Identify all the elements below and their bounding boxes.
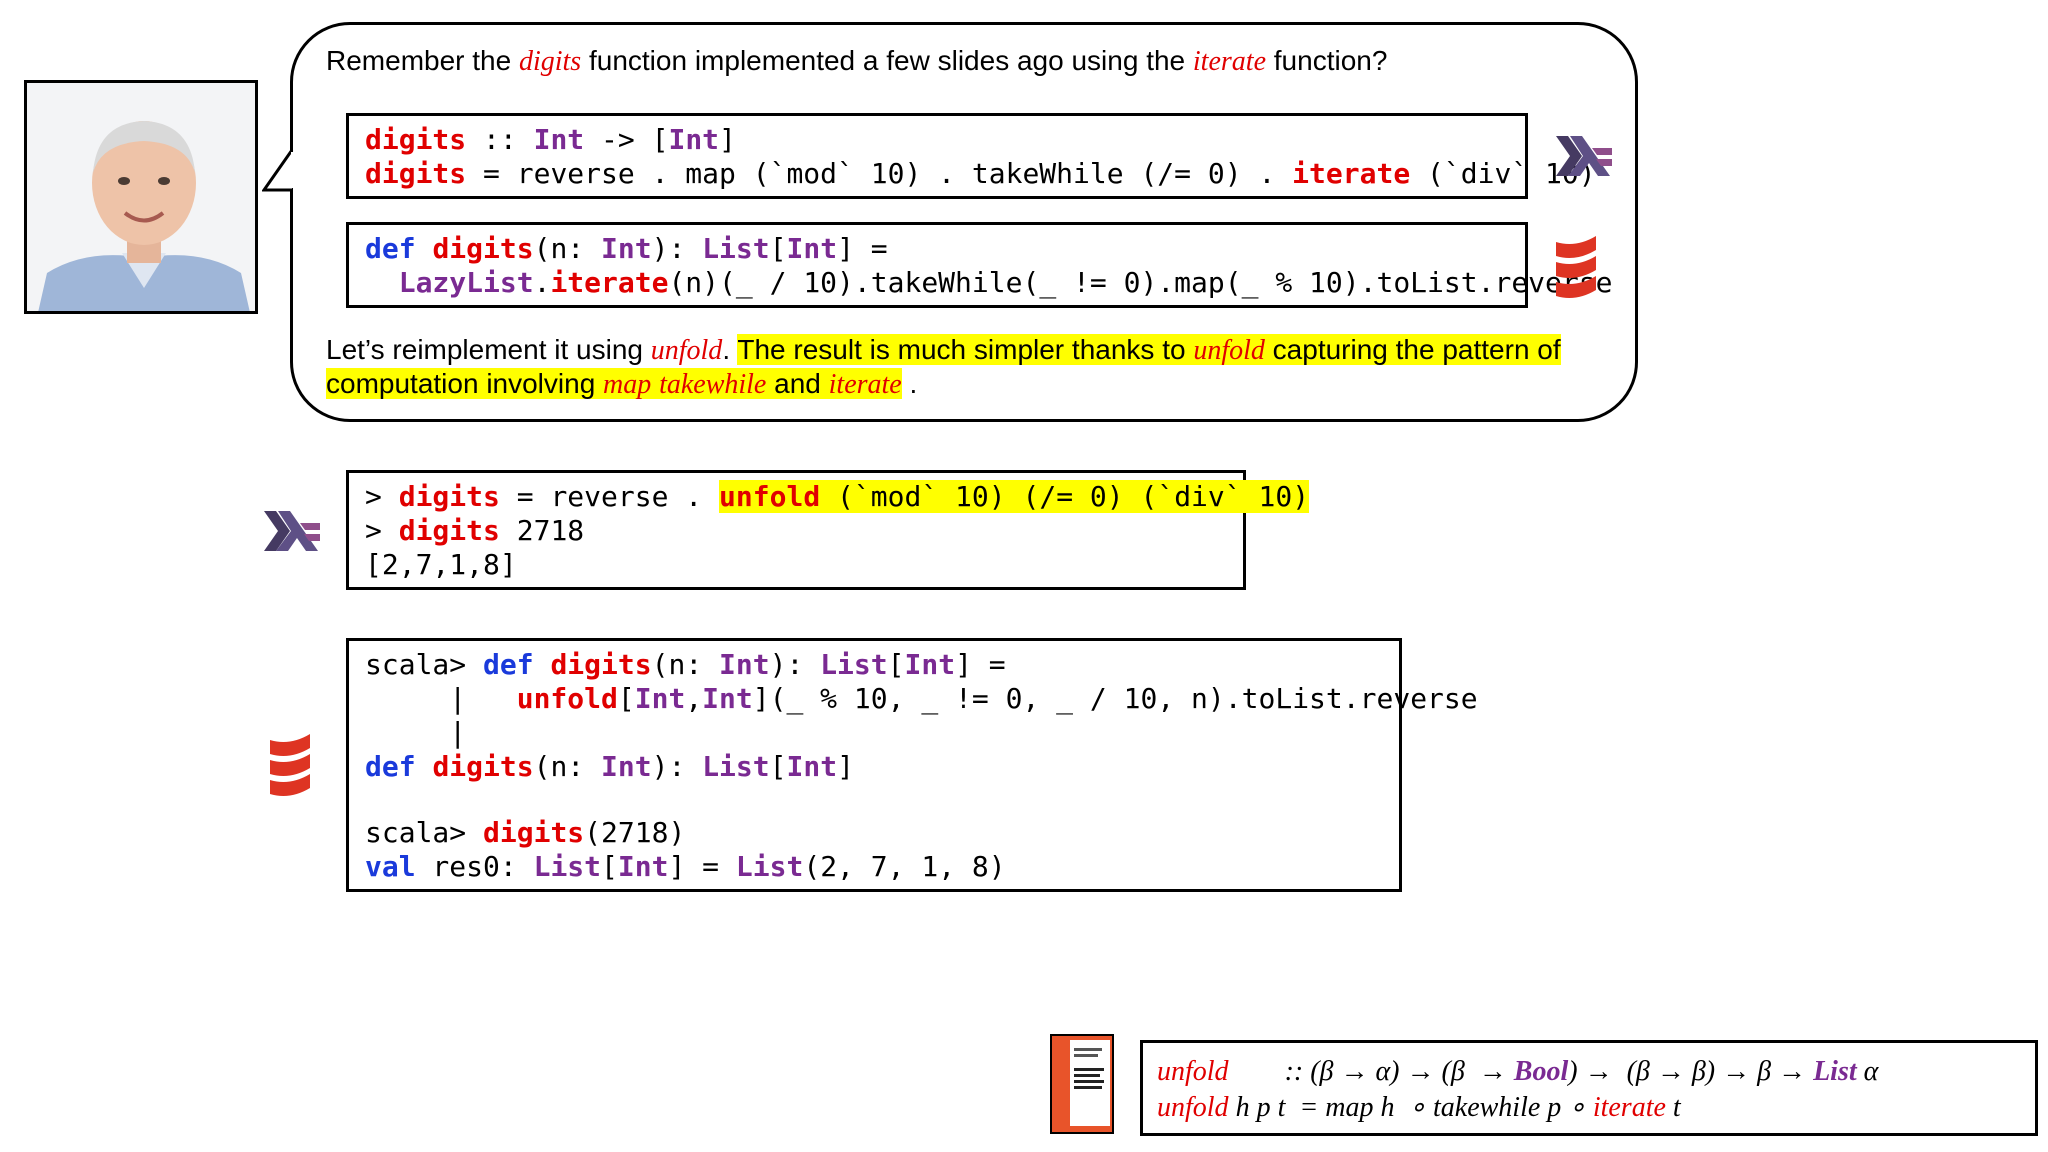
- scala-repl-line-2: | unfold[Int,Int](_ % 10, _ != 0, _ / 10…: [365, 682, 1478, 715]
- scala-old-line-1: def digits(n: Int): List[Int] =: [365, 232, 888, 265]
- scala-logo-icon-2: [270, 734, 310, 796]
- haskell-logo-icon: [1556, 136, 1612, 176]
- presenter-photo: [24, 80, 258, 314]
- scala-old-code-box: def digits(n: Int): List[Int] = LazyList…: [346, 222, 1612, 308]
- reimplement-text-line-1: Let’s reimplement it using unfold. The r…: [326, 334, 1561, 366]
- intro-text: Remember the digits function implemented…: [326, 45, 1388, 77]
- book-cover-image: [1050, 1034, 1114, 1134]
- scala-repl-line-4: def digits(n: Int): List[Int]: [365, 750, 854, 783]
- haskell-repl-box: > digits = reverse . unfold (`mod` 10) (…: [346, 470, 1310, 590]
- haskell-repl-line-3: [2,7,1,8]: [365, 548, 517, 581]
- reimplement-text-line-2: computation involving map takewhile and …: [326, 368, 918, 400]
- haskell-old-code-box: digits :: Int -> [Int] digits = reverse …: [346, 113, 1596, 199]
- haskell-old-line-2: digits = reverse . map (`mod` 10) . take…: [365, 157, 1596, 190]
- haskell-old-line-1: digits :: Int -> [Int]: [365, 123, 736, 156]
- unfold-formula-box: unfold :: (β → α) → (β → Bool) → (β → β)…: [1140, 1040, 2038, 1136]
- formula-line-1: unfold :: (β → α) → (β → Bool) → (β → β)…: [1157, 1056, 1879, 1087]
- scala-repl-line-6: scala> digits(2718): [365, 816, 686, 849]
- haskell-logo-icon-2: [264, 511, 320, 551]
- scala-repl-box: scala> def digits(n: Int): List[Int] = |…: [346, 638, 1478, 892]
- scala-logo-icon: [1556, 236, 1596, 298]
- haskell-repl-line-2: > digits 2718: [365, 514, 585, 547]
- scala-repl-line-7: val res0: List[Int] = List(2, 7, 1, 8): [365, 850, 1006, 883]
- haskell-repl-line-1: > digits = reverse . unfold (`mod` 10) (…: [365, 480, 1310, 513]
- scala-repl-line-1: scala> def digits(n: Int): List[Int] =: [365, 648, 1006, 681]
- scala-repl-line-3: |: [365, 716, 467, 749]
- bubble-tail: [262, 150, 297, 192]
- formula-line-2: unfold h p t = map h ∘ takewhile p ∘ ite…: [1157, 1092, 1681, 1123]
- scala-old-line-2: LazyList.iterate(n)(_ / 10).takeWhile(_ …: [398, 266, 1613, 299]
